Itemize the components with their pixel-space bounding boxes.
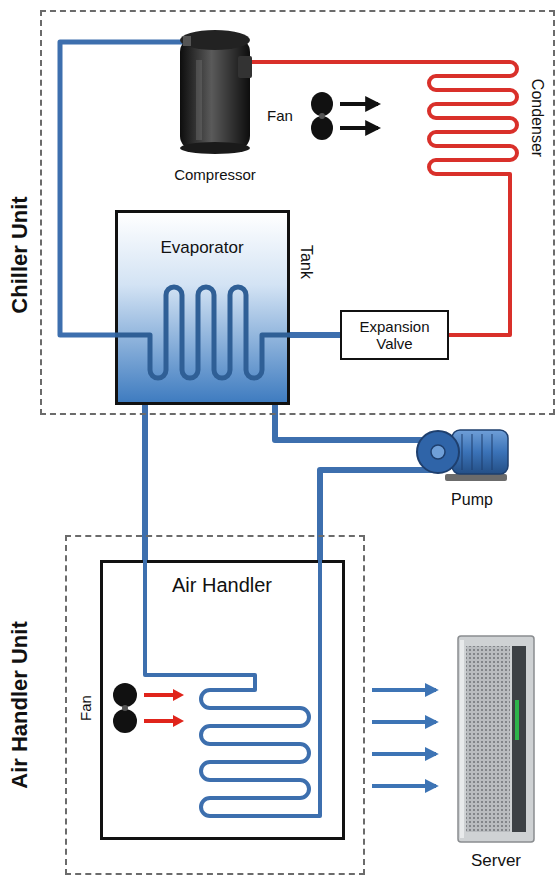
airflow-arrow [340,126,378,130]
evaporator-tank: EvaporatorTank [115,210,290,405]
airflow-arrow [144,693,174,697]
condenser-fan [311,92,378,140]
evaporator-coil [115,287,290,378]
evaporator-label: Evaporator [160,238,243,258]
chiller-unit-region: Chiller UnitEvaporatorTankExpansion Valv… [40,10,555,415]
air-arrow [372,752,436,756]
server-body [458,636,534,842]
unit-title: Air Handler Unit [7,621,32,788]
unit-title: Chiller Unit [7,196,32,313]
pump-illustration [417,430,508,481]
pump-base [445,474,507,481]
server-illustration [458,636,534,842]
air-arrow [372,720,436,724]
compressor-dome [180,30,250,50]
motor-fin [492,434,493,470]
fan-blade [113,683,137,707]
terminal-box [238,56,252,78]
compressor-body [180,38,250,150]
air-handler-label: Air Handler [172,574,272,597]
fan-blade [311,116,333,140]
part-label: Fan [77,695,94,721]
fan-blade [311,92,333,116]
pump-inlet [431,445,445,459]
air-arrow [372,688,436,692]
part-label: Fan [267,107,293,124]
server-grille [466,646,510,832]
valve-label: Expansion Valve [348,318,441,353]
tank-label: Tank [297,245,315,279]
supply-air [372,690,436,786]
water-pipe [290,332,340,338]
condenser-coil [250,62,517,335]
fan-hub [122,705,128,711]
part-label: Pump [451,491,493,509]
server-led [515,700,519,740]
fan-hub [319,113,325,119]
arrow-head [173,715,184,727]
air-arrow [372,784,436,788]
compressor-illustration [180,30,252,154]
expansion-valve: Expansion Valve [340,310,449,360]
node-illustration [100,560,345,840]
airflow-arrow [340,102,378,106]
part-label: Compressor [174,166,256,183]
airflow-arrow [144,719,174,723]
server-edge [460,640,464,838]
air-handler-box: Air Handler [100,560,345,840]
suction-fitting [183,36,191,46]
motor-fin [472,434,473,470]
compressor-highlight [196,60,202,140]
part-label: Server [471,851,521,871]
server-panel [512,646,526,832]
cooling-coil [145,560,320,816]
fan-blade [113,709,137,733]
pump-motor [452,430,508,474]
compressor-base [180,142,250,154]
air-handler-unit-region: Air Handler UnitAir Handler [65,535,365,875]
pump-volute [417,431,459,473]
motor-fin [482,434,483,470]
part-label: Condenser [528,79,546,157]
motor-fin [462,434,463,470]
arrow-head [173,689,184,701]
